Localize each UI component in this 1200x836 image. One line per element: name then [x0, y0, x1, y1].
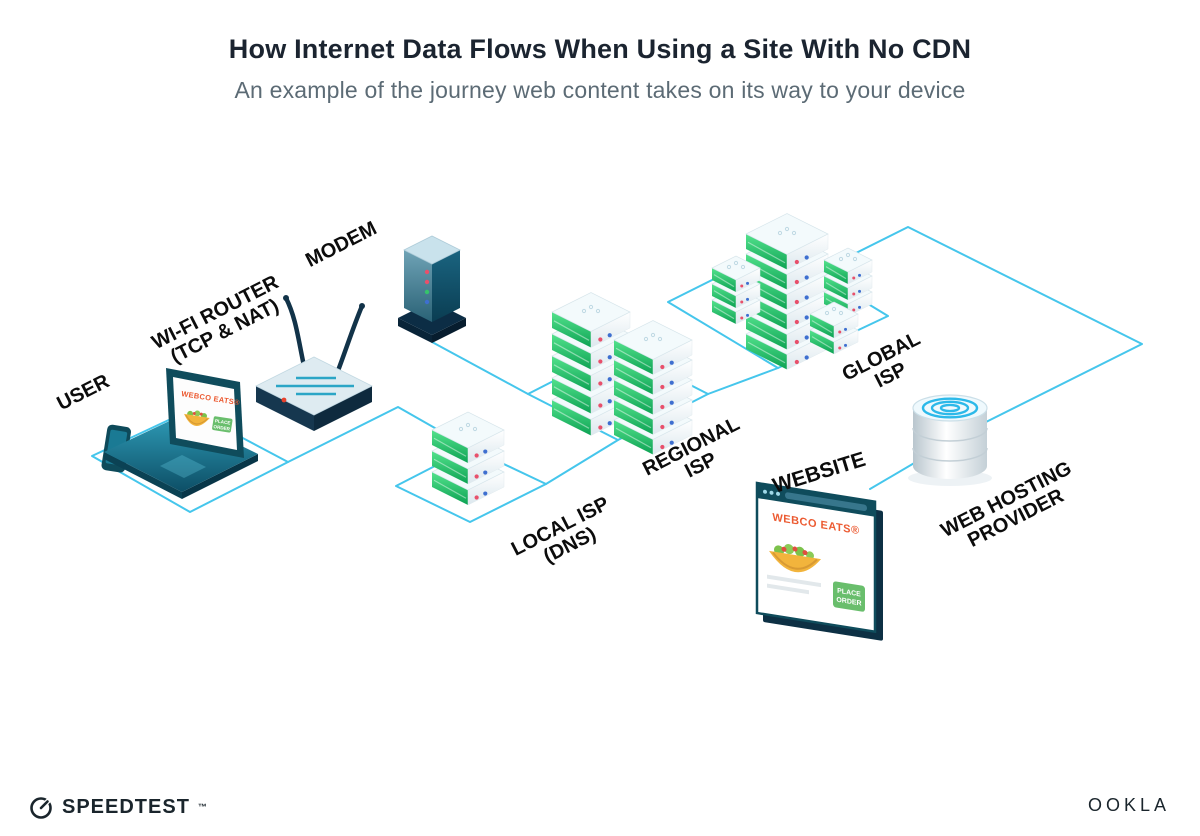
line-hosting-to-website — [869, 461, 917, 490]
line-regional-to-global — [707, 367, 779, 395]
router-vents — [276, 376, 354, 396]
global-isp-servers — [711, 213, 873, 370]
laptop-cta-line1: PLACE — [215, 418, 231, 425]
speedtest-icon — [30, 797, 52, 819]
local-isp-servers — [431, 411, 505, 506]
regional-isp-servers — [551, 292, 693, 455]
label-modem: MODEM — [302, 217, 380, 271]
modem-leds — [424, 269, 430, 305]
website-browser: WEBCO EATS® PLACE ORDER — [755, 481, 883, 641]
page-title: How Internet Data Flows When Using a Sit… — [228, 34, 972, 64]
line-global-to-hosting — [837, 226, 1143, 423]
user-device-group: WEBCO EATS® PLACE ORDER — [101, 368, 258, 499]
browser-cta-line2: ORDER — [836, 597, 861, 608]
speedtest-wordmark: SPEEDTEST — [62, 795, 190, 818]
wifi-router — [255, 295, 373, 431]
page-subtitle: An example of the journey web content ta… — [234, 77, 966, 103]
laptop-trackpad — [160, 455, 206, 478]
line-localisp-to-regional — [545, 439, 619, 485]
speedtest-logo: SPEEDTEST ™ — [28, 794, 207, 820]
header: How Internet Data Flows When Using a Sit… — [0, 34, 1200, 104]
label-website: WEBSITE — [770, 448, 868, 498]
laptop-cta-line2: ORDER — [213, 424, 231, 432]
line-modem-to-regional — [431, 341, 529, 395]
database-rings — [921, 397, 979, 419]
modem-device — [398, 235, 466, 343]
browser-cta-line1: PLACE — [837, 588, 861, 599]
user-laptop: WEBCO EATS® PLACE ORDER — [104, 368, 258, 499]
browser-taco-graphic — [769, 544, 821, 573]
hosting-database — [908, 394, 992, 486]
speedtest-trademark: ™ — [197, 802, 207, 812]
laptop-order-button: PLACE ORDER — [212, 416, 233, 433]
router-led — [281, 397, 287, 403]
browser-order-button: PLACE ORDER — [833, 581, 865, 612]
browser-url-bar — [785, 492, 867, 511]
label-wifi-router: WI-FI ROUTER (TCP & NAT) — [148, 271, 282, 368]
ookla-logo: OOKLA — [1087, 795, 1170, 815]
label-local-isp: LOCAL ISP (DNS) — [508, 493, 613, 568]
label-user: USER — [54, 370, 114, 415]
laptop-taco-graphic — [184, 410, 210, 426]
